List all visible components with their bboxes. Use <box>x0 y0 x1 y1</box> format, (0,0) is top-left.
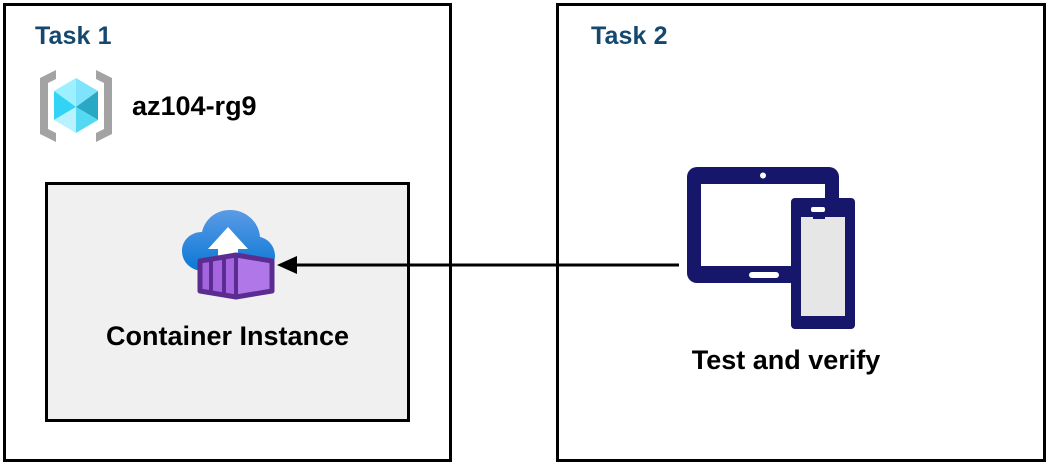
resource-group-row: az104-rg9 <box>36 68 257 144</box>
tablet-and-phone-icon <box>683 163 889 335</box>
resource-box-container-instance: Container Instance <box>45 182 410 422</box>
resource-group-cube-icon <box>36 68 116 144</box>
flow-arrow <box>275 249 679 281</box>
container-instance-icon <box>180 185 276 301</box>
panel-task-1-title: Task 1 <box>35 22 112 50</box>
panel-task-2-title: Task 2 <box>591 22 668 50</box>
devices-group: Test and verify <box>683 163 889 378</box>
panel-task-1: Task 1 <box>3 3 452 462</box>
resource-box-label: Container Instance <box>105 321 350 351</box>
resource-group-label: az104-rg9 <box>132 90 257 121</box>
devices-label: Test and verify <box>691 345 881 375</box>
